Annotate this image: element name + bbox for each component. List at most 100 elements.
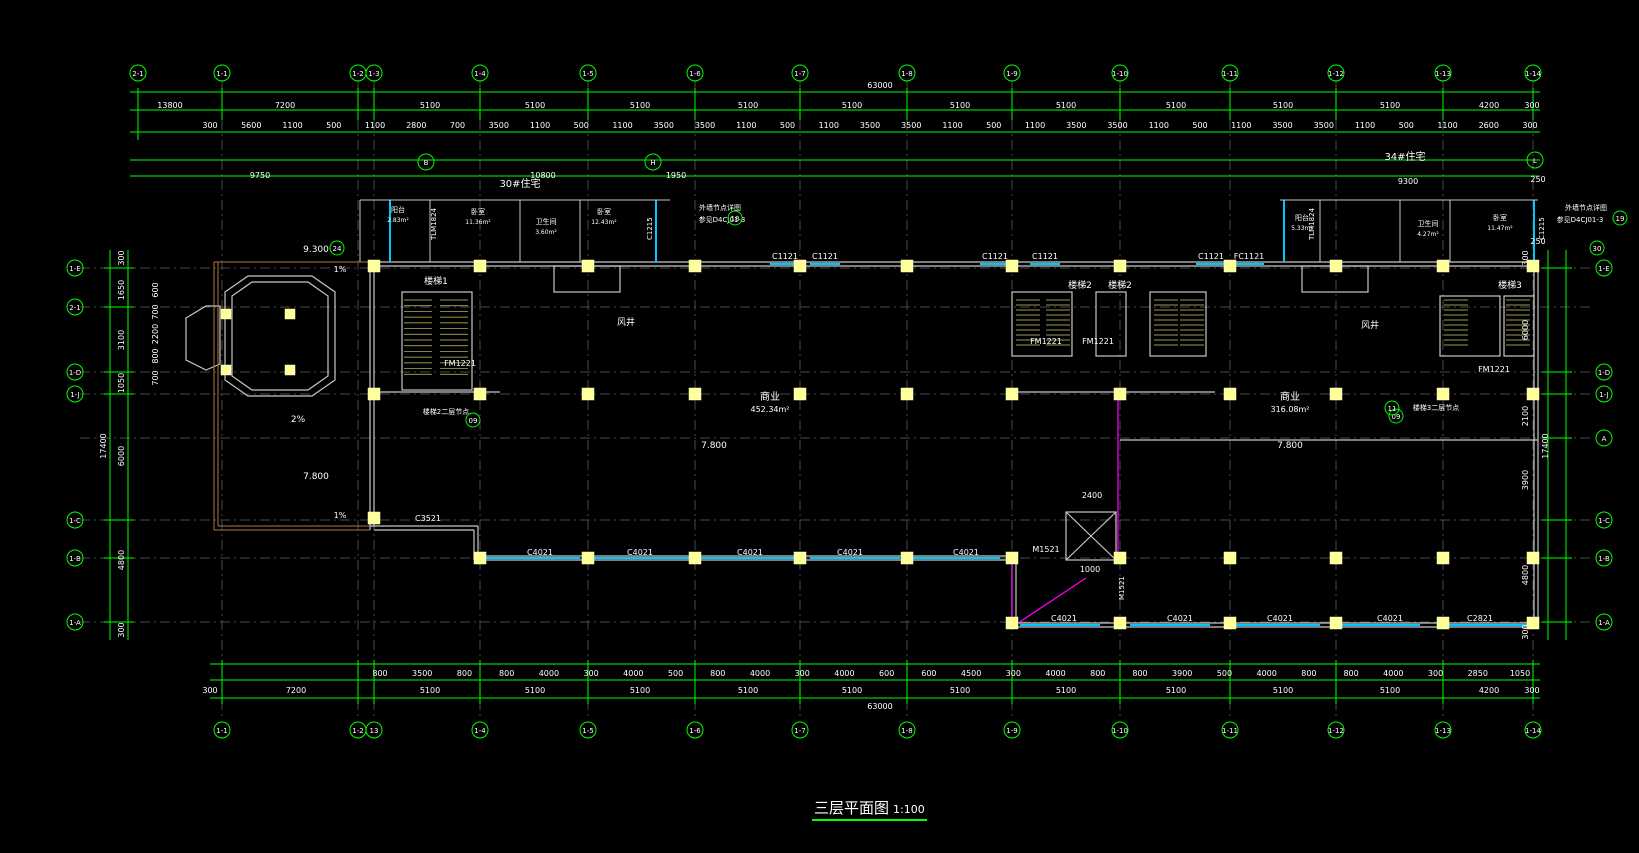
door-tag-1: M1521: [1032, 545, 1059, 554]
column: [1436, 387, 1450, 401]
column: [900, 551, 914, 565]
dim-top-row2: 1100: [365, 121, 385, 130]
dim-misc: 1000: [1080, 565, 1100, 574]
callout-circle: [329, 240, 345, 256]
column: [900, 259, 914, 273]
axis-bubble-bottom: [579, 721, 597, 739]
axis-bubble-right: [1595, 385, 1613, 403]
column: [473, 551, 487, 565]
axis-bubble-right-label: 1-E: [1598, 265, 1609, 273]
dim-top-row2: 500: [1192, 121, 1207, 130]
house34-label: 34#住宅: [1384, 150, 1425, 163]
callout-label: 09: [469, 417, 478, 425]
column-markers: [220, 259, 1540, 630]
axis-bubble-bottom-label: 1-6: [689, 727, 701, 735]
column: [1526, 616, 1540, 630]
axis-bubble-top-label: 1-11: [1222, 70, 1238, 78]
wc1-label: 卫生间: [536, 217, 557, 226]
door-tag-m1521-v: M1521: [1118, 576, 1126, 600]
axis-bubble-bottom: [1524, 721, 1542, 739]
dim-top-row1: 7200: [275, 101, 295, 110]
dim-left: 1050: [117, 373, 126, 393]
dim-top-row1: 5100: [1056, 101, 1076, 110]
axis-bubble-top-label: 1-7: [794, 70, 805, 78]
dim-bottom-row1: 800: [1090, 669, 1105, 678]
axis-bubble-top-label: 2-1: [132, 70, 143, 78]
axis-bubble-right-label: 1-C: [1598, 517, 1610, 525]
column: [1005, 387, 1019, 401]
column: [473, 259, 487, 273]
axis-bubble-extra: [417, 153, 435, 171]
window-tag-15: C4021: [1377, 614, 1403, 623]
ref-right: 参见D4CJ01-3: [1557, 215, 1604, 224]
dim-bottom-row1: 3500: [412, 669, 432, 678]
dim-top-row1: 13800: [157, 101, 182, 110]
axis-bubble-top-label: 1-3: [368, 70, 379, 78]
dim-bottom-row1: 800: [372, 669, 387, 678]
column: [1113, 259, 1127, 273]
door-tag-3: FM1221: [1082, 337, 1114, 346]
dim-top-row1: 5100: [1380, 101, 1400, 110]
dim-bottom-row1: 800: [1343, 669, 1358, 678]
bedroom2-area: 12.43m²: [591, 219, 617, 226]
callout-circle: [1388, 408, 1404, 424]
house30-label: 30#住宅: [499, 177, 540, 190]
axis-bubble-left-label: 1-D: [69, 369, 81, 377]
axis-bubble-top: [213, 64, 231, 82]
axis-bubble-extra-label: B: [424, 159, 429, 167]
axis-bubble-bottom-label: 1-9: [1006, 727, 1017, 735]
column: [220, 308, 232, 320]
dim-top-row2: 700: [450, 121, 465, 130]
level-pavilion: 9.300: [303, 245, 329, 255]
dim-bottom-row1: 4000: [750, 669, 770, 678]
dim-bottom-row2: 5100: [1380, 686, 1400, 695]
axis-bubble-bottom: [1111, 721, 1129, 739]
dim-left-inner: 800: [151, 348, 160, 363]
axis-bubble-bottom-label: 13: [370, 727, 379, 735]
axis-bubble-bottom: [686, 721, 704, 739]
axis-bubble-top: [1003, 64, 1021, 82]
wc2-area: 4.27m²: [1417, 231, 1439, 238]
column: [688, 259, 702, 273]
shaft-left-label: 风井: [617, 316, 635, 328]
axis-bubble-top-label: 1-8: [901, 70, 912, 78]
dim-right: 300: [1521, 624, 1530, 639]
column: [581, 551, 595, 565]
axis-bubble-top: [1111, 64, 1129, 82]
dim-bottom-row2: 300: [1524, 686, 1539, 695]
dim-top-row1: 5100: [950, 101, 970, 110]
dim-bottom-row2: 300: [202, 686, 217, 695]
stair-note-1: 楼梯2二层节点: [423, 407, 469, 416]
door-tag-tlm-right: TLM1824: [1308, 207, 1316, 241]
axis-bubble-left-label: 1-B: [69, 555, 81, 563]
dim-bottom-row2: 4200: [1479, 686, 1499, 695]
bedroom3-area: 11.47m²: [1487, 225, 1513, 232]
dim-bottom-row1: 4000: [623, 669, 643, 678]
stair2b-label: 楼梯2: [1108, 279, 1132, 291]
dim-top-row2: 1100: [942, 121, 962, 130]
axis-bubble-left: [66, 511, 84, 529]
axis-bubble-left: [66, 259, 84, 277]
ext-wall-note-left: 外墙节点详图: [699, 203, 741, 212]
dim-bottom-row1: 3900: [1172, 669, 1192, 678]
axis-bubble-top-label: 1-6: [689, 70, 701, 78]
window-tag-terrace: C3521: [415, 514, 441, 523]
axis-bubble-left: [66, 385, 84, 403]
window-tag-12: C4021: [1051, 614, 1077, 623]
window-tag-6: FC1121: [1234, 252, 1265, 261]
column: [1329, 551, 1343, 565]
column: [1223, 551, 1237, 565]
axis-bubble-top-label: 1-12: [1328, 70, 1344, 78]
dim-bottom-row1: 800: [1132, 669, 1147, 678]
axis-bubble-right-label: 1-J: [1599, 391, 1608, 399]
axis-bubble-left-label: 1-E: [69, 265, 80, 273]
dim-bottom-row1: 300: [1006, 669, 1021, 678]
dim-top-row2: 1100: [1025, 121, 1045, 130]
window-tag-5: C1121: [1198, 252, 1224, 261]
dim-left: 300: [117, 622, 126, 637]
axis-bubble-bottom-label: 1-1: [216, 727, 227, 735]
dim-bottom-row1: 800: [1301, 669, 1316, 678]
